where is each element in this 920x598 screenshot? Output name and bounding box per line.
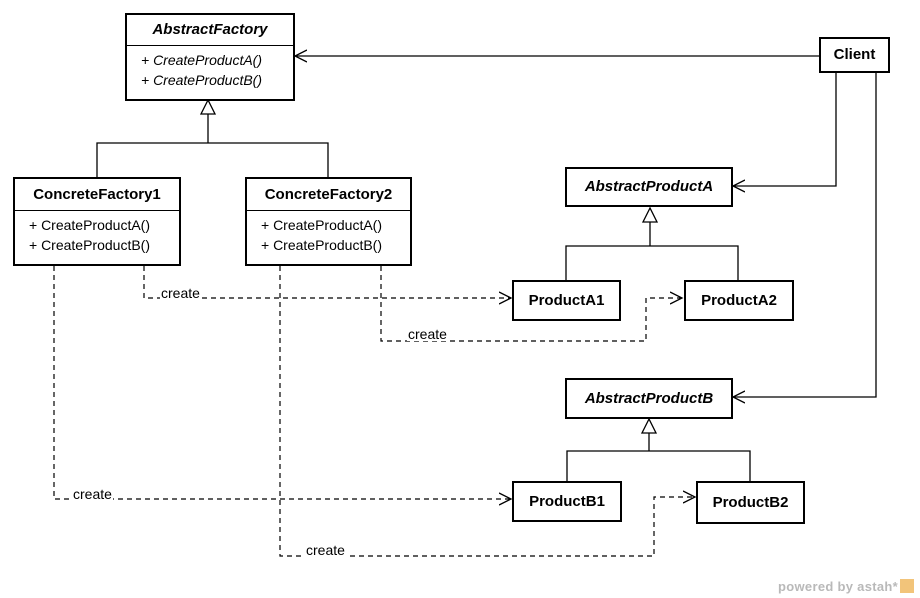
dependency-label-cf1-a1: create xyxy=(160,285,201,301)
abstract-factory-name: AbstractFactory xyxy=(152,21,268,38)
concrete-factory-2-name: ConcreteFactory2 xyxy=(264,186,393,203)
product-b2-class[interactable]: ProductB2 xyxy=(696,481,805,524)
abstract-factory-operations: + CreateProductA() + CreateProductB() xyxy=(127,45,293,90)
astah-logo-icon xyxy=(900,579,914,593)
product-a1-class[interactable]: ProductA1 xyxy=(512,280,621,321)
product-b-generalization-lines xyxy=(566,450,751,481)
concrete-factory-2-operation: + CreateProductA() xyxy=(261,217,382,233)
product-a-generalization-triangle xyxy=(641,206,659,223)
factory-generalization-lines xyxy=(96,142,329,177)
cf2-to-product-a2-dependency xyxy=(380,266,682,342)
concrete-factory-1-operation: + CreateProductB() xyxy=(29,237,150,253)
abstract-factory-operation: + CreateProductA() xyxy=(141,52,262,68)
product-a-generalization-lines xyxy=(565,245,739,280)
astah-watermark: powered by astah* xyxy=(778,579,914,594)
product-b1-name: ProductB1 xyxy=(529,493,605,510)
concrete-factory-1-name: ConcreteFactory1 xyxy=(33,186,161,203)
abstract-product-b-class[interactable]: AbstractProductB xyxy=(565,378,733,419)
abstract-product-a-class[interactable]: AbstractProductA xyxy=(565,167,733,207)
concrete-factory-2-operation: + CreateProductB() xyxy=(261,237,382,253)
product-a2-class[interactable]: ProductA2 xyxy=(684,280,794,321)
cf1-to-product-a1-dependency xyxy=(143,266,511,298)
dependency-label-cf2-a2: create xyxy=(407,326,448,342)
abstract-factory-operation: + CreateProductB() xyxy=(141,72,262,88)
concrete-factory-2-class[interactable]: ConcreteFactory2 + CreateProductA() + Cr… xyxy=(245,177,412,266)
abstract-factory-class[interactable]: AbstractFactory + CreateProductA() + Cre… xyxy=(125,13,295,101)
client-name: Client xyxy=(833,46,876,63)
factory-generalization-triangle xyxy=(199,98,217,115)
product-a2-name: ProductA2 xyxy=(701,292,777,309)
abstract-product-b-name: AbstractProductB xyxy=(584,390,714,407)
dependency-label-cf1-b1: create xyxy=(72,486,113,502)
cf1-to-product-b1-dependency xyxy=(53,266,511,499)
product-b1-class[interactable]: ProductB1 xyxy=(512,481,622,522)
concrete-factory-1-operations: + CreateProductA() + CreateProductB() xyxy=(15,210,179,255)
concrete-factory-1-operation: + CreateProductA() xyxy=(29,217,150,233)
dependency-label-cf2-b2: create xyxy=(305,542,346,558)
product-b-generalization-triangle xyxy=(640,417,658,434)
concrete-factory-2-operations: + CreateProductA() + CreateProductB() xyxy=(247,210,410,255)
product-a1-name: ProductA1 xyxy=(528,292,605,309)
product-b2-name: ProductB2 xyxy=(712,494,789,511)
client-to-abstract-product-a-association xyxy=(733,72,837,186)
abstract-product-a-name: AbstractProductA xyxy=(584,178,714,195)
concrete-factory-1-class[interactable]: ConcreteFactory1 + CreateProductA() + Cr… xyxy=(13,177,181,266)
client-to-abstract-product-b-association xyxy=(733,72,877,397)
cf2-to-product-b2-dependency xyxy=(279,266,695,557)
watermark-text: powered by astah* xyxy=(778,579,898,594)
client-class[interactable]: Client xyxy=(819,37,890,73)
